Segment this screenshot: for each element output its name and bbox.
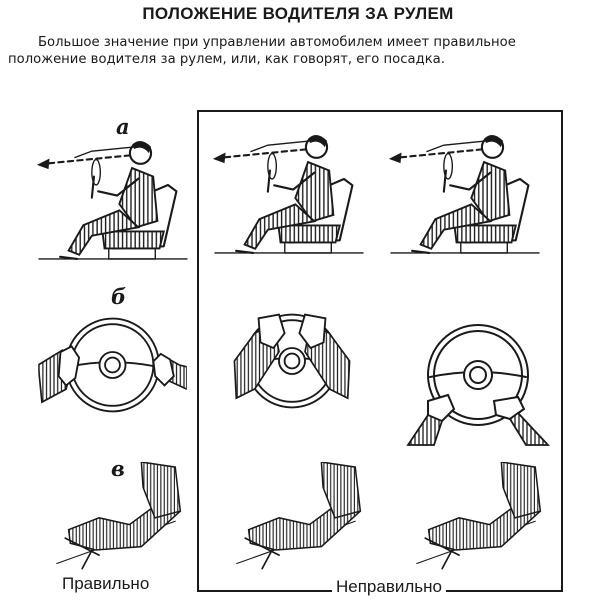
intro-line-2: положение водителя за рулем, или, как го… [8, 52, 445, 67]
intro-line-1: Большое значение при управлении автомоби… [38, 35, 516, 50]
pedal-incorrect-toe-illustration [216, 462, 376, 572]
row-label-c: в [111, 456, 125, 481]
pedal-correct-illustration [36, 462, 196, 572]
caption-correct: Правильно [58, 574, 154, 594]
intro-paragraph: Большое значение при управлении автомоби… [8, 34, 592, 68]
posture-incorrect-hunched-illustration [380, 124, 550, 272]
posture-correct-illustration [28, 130, 198, 278]
pedal-incorrect-heel-illustration [396, 462, 556, 572]
hands-incorrect-top-illustration [233, 313, 351, 426]
hands-incorrect-bottom-illustration [406, 300, 551, 446]
posture-incorrect-leaning-illustration [204, 124, 374, 272]
row-label-a: а [116, 114, 130, 139]
page-title: ПОЛОЖЕНИЕ ВОДИТЕЛЯ ЗА РУЛЕМ [142, 4, 454, 23]
row-label-b: б [111, 284, 127, 309]
hands-correct-illustration [30, 300, 195, 430]
caption-incorrect: Неправильно [332, 577, 446, 597]
